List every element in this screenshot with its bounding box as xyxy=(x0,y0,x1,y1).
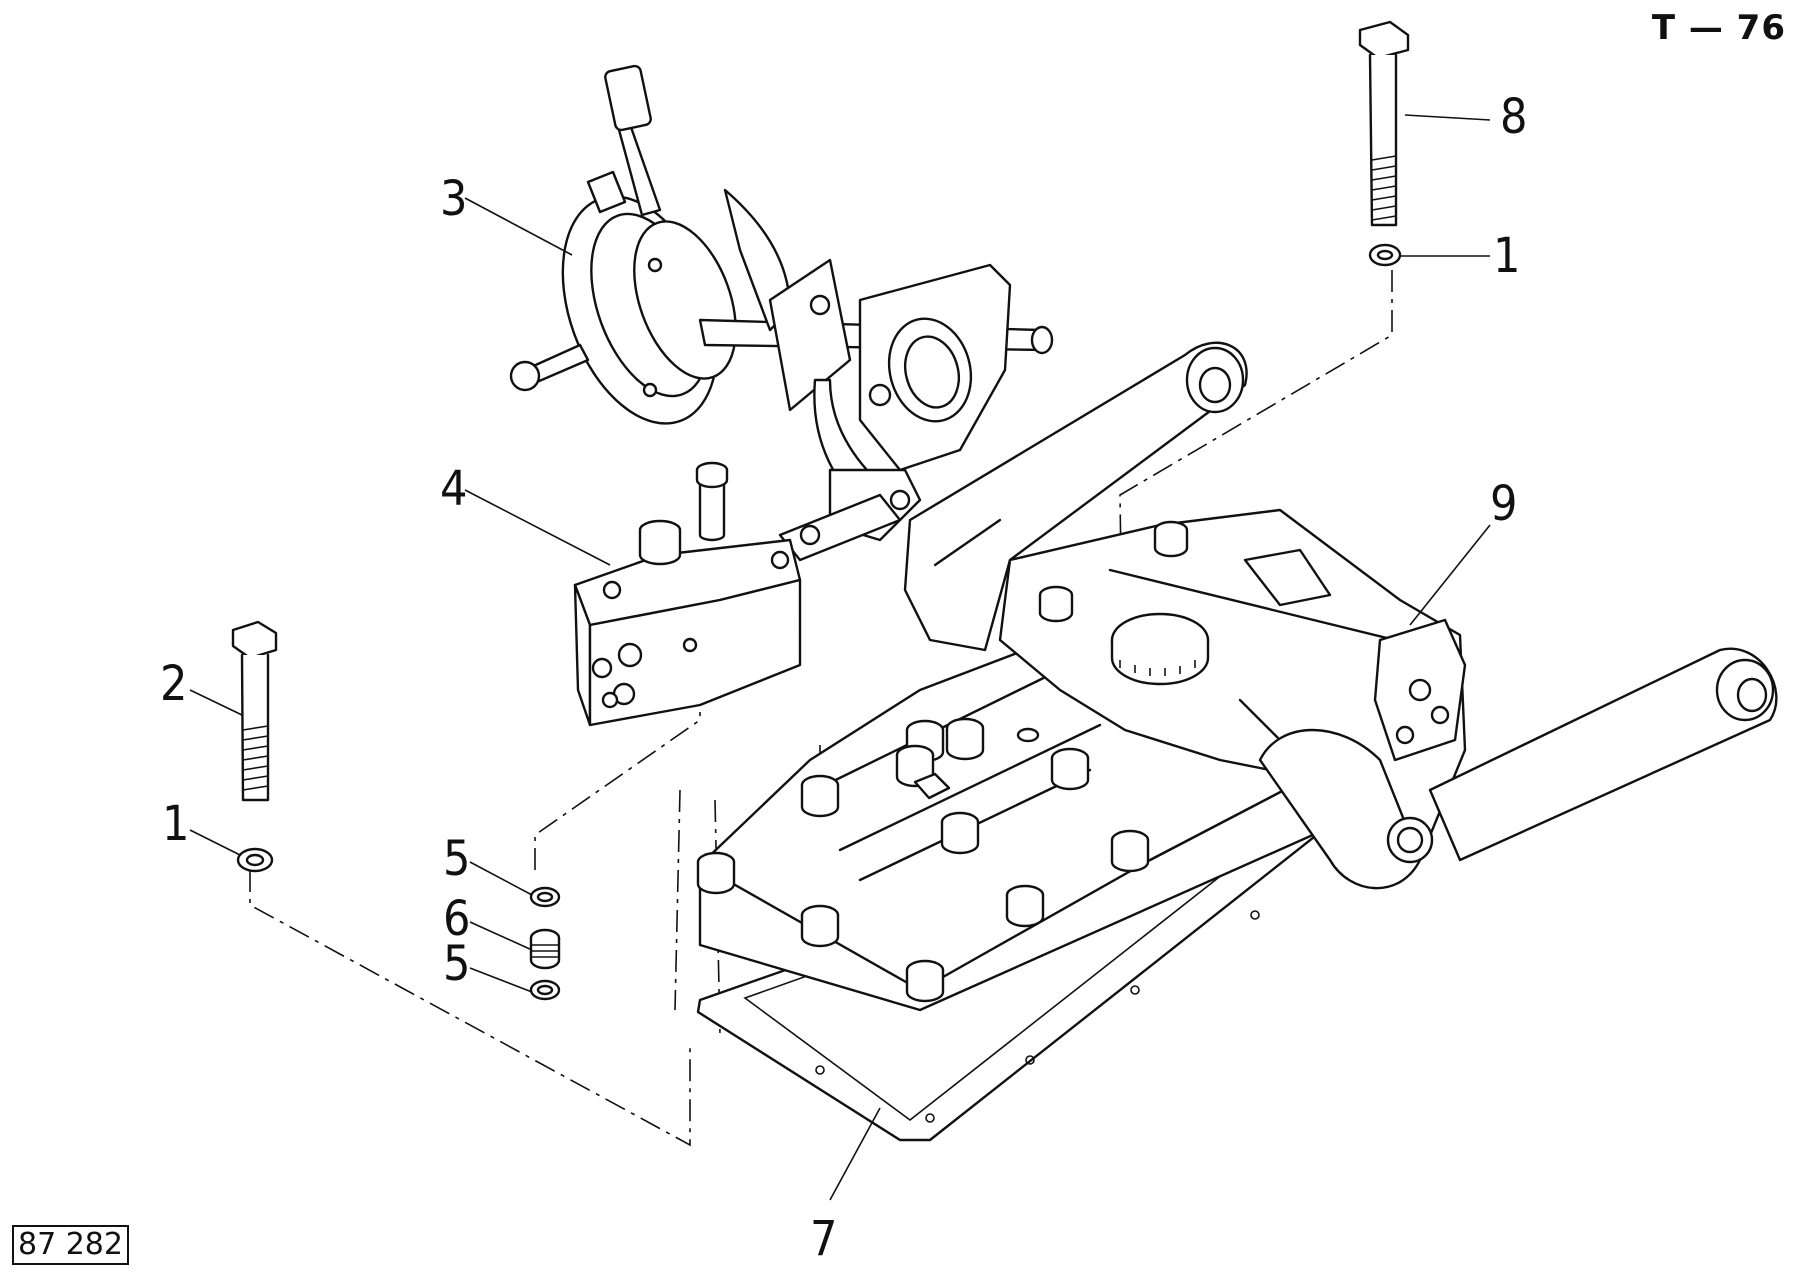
figure-number: 87 282 xyxy=(12,1225,129,1265)
bolt-part-2 xyxy=(231,620,278,802)
seal-ring-part-5-lower xyxy=(529,979,561,1001)
callout-6: 6 xyxy=(443,891,470,947)
callout-4: 4 xyxy=(440,461,467,517)
callout-1-upper: 1 xyxy=(1493,228,1520,284)
callout-5-lower: 5 xyxy=(443,936,470,992)
callout-5-upper: 5 xyxy=(443,831,470,887)
callout-8: 8 xyxy=(1500,89,1527,145)
spring-washer-part-1-lower xyxy=(236,847,274,873)
callout-2: 2 xyxy=(160,656,187,712)
callout-3: 3 xyxy=(440,171,467,227)
leader-lines xyxy=(189,114,1491,1201)
callout-labels: 8 1 3 4 9 2 1 5 6 5 7 xyxy=(160,89,1527,1267)
seal-ring-part-5-upper xyxy=(529,886,561,908)
page-code: T — 76 xyxy=(1651,8,1786,48)
lift-arm-housing-part-9 xyxy=(903,341,1778,890)
spring-washer-part-1-upper xyxy=(1368,243,1402,267)
bolt-part-8 xyxy=(1358,20,1410,227)
callout-9: 9 xyxy=(1490,476,1517,532)
control-lever-assembly-part-3 xyxy=(509,64,1054,562)
plug-part-6 xyxy=(529,928,561,970)
valve-block-part-4 xyxy=(573,461,802,727)
callout-1-lower: 1 xyxy=(162,796,189,852)
callout-7: 7 xyxy=(810,1211,837,1267)
